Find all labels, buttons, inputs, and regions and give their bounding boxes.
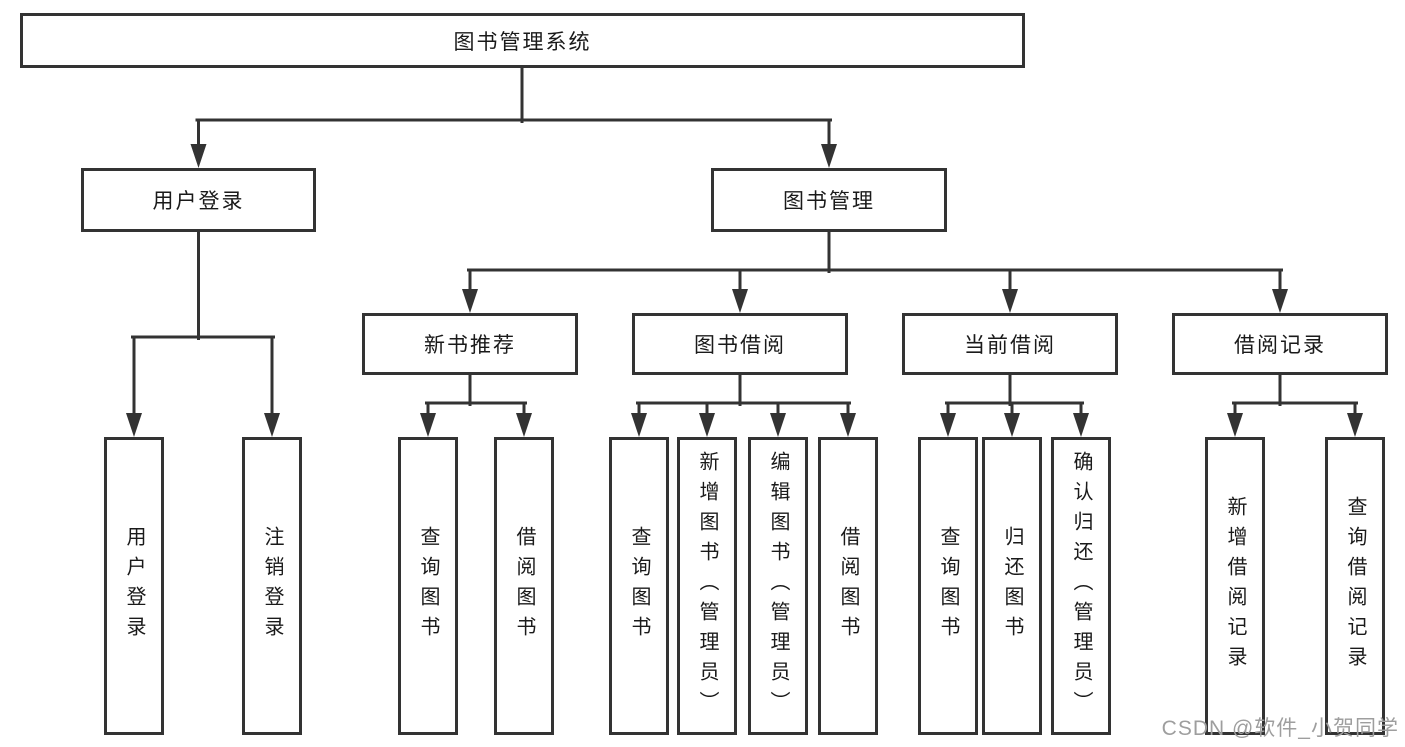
connector-book-borrow-children bbox=[631, 373, 856, 437]
node-label: 新增借阅记录 bbox=[1224, 496, 1246, 676]
arrowhead-icon bbox=[1227, 413, 1243, 437]
leaf-borrow-books-recommend: 借阅图书 bbox=[494, 437, 554, 735]
leaf-user-login: 用户登录 bbox=[104, 437, 164, 735]
arrowhead-icon bbox=[940, 413, 956, 437]
connector-borrow-records-children bbox=[1227, 373, 1363, 437]
leaf-query-books-current: 查询图书 bbox=[918, 437, 978, 735]
arrowhead-icon bbox=[1002, 289, 1018, 313]
node-borrow-records: 借阅记录 bbox=[1172, 313, 1388, 375]
arrowhead-icon bbox=[631, 413, 647, 437]
arrowhead-icon bbox=[699, 413, 715, 437]
arrowhead-icon bbox=[516, 413, 532, 437]
arrowhead-icon bbox=[1272, 289, 1288, 313]
node-label: 查询图书 bbox=[628, 526, 650, 646]
leaf-query-books-borrow: 查询图书 bbox=[609, 437, 669, 735]
node-label: 借阅图书 bbox=[837, 526, 859, 646]
leaf-confirm-return-admin: 确认归还（管理员） bbox=[1051, 437, 1111, 735]
node-root-library-system: 图书管理系统 bbox=[20, 13, 1025, 68]
node-label: 图书管理 bbox=[783, 190, 875, 213]
arrowhead-icon bbox=[462, 289, 478, 313]
node-label: 确认归还（管理员） bbox=[1070, 451, 1092, 721]
node-label: 当前借阅 bbox=[964, 334, 1056, 357]
arrowhead-icon bbox=[264, 413, 280, 437]
node-label: 查询图书 bbox=[417, 526, 439, 646]
node-label: 借阅记录 bbox=[1234, 334, 1326, 357]
node-book-management: 图书管理 bbox=[711, 168, 947, 232]
leaf-add-book-admin: 新增图书（管理员） bbox=[677, 437, 737, 735]
connector-user-login-children bbox=[126, 230, 280, 437]
arrowhead-icon bbox=[840, 413, 856, 437]
connector-current-borrow-children bbox=[940, 373, 1089, 437]
node-label: 图书借阅 bbox=[694, 334, 786, 357]
leaf-logout: 注销登录 bbox=[242, 437, 302, 735]
connector-new-book-recommend-children bbox=[420, 373, 532, 437]
node-label: 图书管理系统 bbox=[453, 30, 592, 54]
node-book-borrow: 图书借阅 bbox=[632, 313, 848, 375]
leaf-add-borrow-record: 新增借阅记录 bbox=[1205, 437, 1265, 735]
leaf-edit-book-admin: 编辑图书（管理员） bbox=[748, 437, 808, 735]
arrowhead-icon bbox=[420, 413, 436, 437]
node-label: 编辑图书（管理员） bbox=[767, 451, 789, 721]
leaf-query-borrow-record: 查询借阅记录 bbox=[1325, 437, 1385, 735]
node-label: 归还图书 bbox=[1001, 526, 1023, 646]
node-label: 用户登录 bbox=[123, 526, 145, 646]
leaf-return-book: 归还图书 bbox=[982, 437, 1042, 735]
node-current-borrow: 当前借阅 bbox=[902, 313, 1118, 375]
arrowhead-icon bbox=[1347, 413, 1363, 437]
connector-root-to-level2 bbox=[190, 66, 837, 168]
arrowhead-icon bbox=[1004, 413, 1020, 437]
leaf-query-books-recommend: 查询图书 bbox=[398, 437, 458, 735]
arrowhead-icon bbox=[1073, 413, 1089, 437]
node-label: 注销登录 bbox=[261, 526, 283, 646]
connector-book-management-children bbox=[462, 230, 1288, 313]
node-label: 用户登录 bbox=[152, 190, 245, 213]
node-label: 借阅图书 bbox=[513, 526, 535, 646]
arrowhead-icon bbox=[732, 289, 748, 313]
arrowhead-icon bbox=[126, 413, 142, 437]
node-user-login: 用户登录 bbox=[81, 168, 316, 232]
node-label: 查询借阅记录 bbox=[1344, 496, 1366, 676]
node-label: 新增图书（管理员） bbox=[696, 451, 718, 721]
node-new-book-recommend: 新书推荐 bbox=[362, 313, 578, 375]
arrowhead-icon bbox=[190, 144, 207, 168]
arrowhead-icon bbox=[770, 413, 786, 437]
node-label: 新书推荐 bbox=[424, 334, 516, 357]
leaf-borrow-books: 借阅图书 bbox=[818, 437, 878, 735]
arrowhead-icon bbox=[821, 144, 837, 168]
node-label: 查询图书 bbox=[937, 526, 959, 646]
csdn-watermark: CSDN @软件_小贺同学 bbox=[1161, 717, 1399, 740]
